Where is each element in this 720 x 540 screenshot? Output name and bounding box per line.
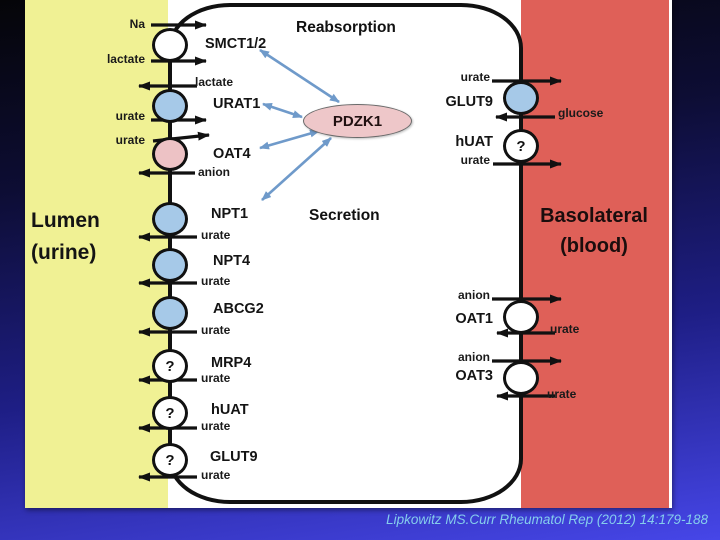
substrate-label-lactate: lactate: [106, 52, 145, 66]
question-mark: ?: [165, 404, 175, 422]
substrate-label-anion: anion: [458, 350, 490, 364]
lumen-title-line2: (urine): [31, 240, 97, 264]
basolateral-title-line1: Basolateral: [540, 205, 648, 227]
substrate-label-lactate: lactate: [195, 75, 234, 89]
transporter-circle-oat1: [503, 300, 539, 334]
transporter-circle-glut9-apical: ?: [152, 443, 188, 477]
basolateral-title-line2: (blood): [560, 235, 628, 257]
transporter-label-glut9-baso: GLUT9: [445, 94, 493, 110]
pdzk1-label: PDZK1: [332, 112, 383, 130]
transporter-circle-urat1: [152, 89, 188, 123]
transporter-circle-oat3: [503, 361, 539, 395]
transporter-circle-huat-baso: ?: [503, 129, 539, 163]
lumen-title: Lumen (urine): [31, 205, 100, 268]
pdzk1-scaffold: PDZK1: [303, 104, 412, 138]
process-label-secretion: Secretion: [309, 207, 380, 224]
transporter-circle-npt4: [152, 248, 188, 282]
transporter-label-oat3: OAT3: [455, 368, 493, 384]
transporter-label-mrp4: MRP4: [211, 355, 252, 371]
substrate-label-urate: urate: [201, 228, 231, 242]
substrate-label-urate: urate: [460, 153, 490, 167]
transporter-circle-huat-apical: ?: [152, 396, 188, 430]
transporter-circle-mrp4: ?: [152, 349, 188, 383]
substrate-label-urate: urate: [201, 371, 231, 385]
transporter-circle-oat4: [152, 137, 188, 171]
transporter-label-huat-apical: hUAT: [211, 402, 249, 418]
apical-efflux-arrows: [138, 81, 197, 482]
process-label-reabsorption: Reabsorption: [296, 19, 396, 36]
transporter-circle-glut9-baso: [503, 81, 539, 115]
transporter-circle-npt1: [152, 202, 188, 236]
question-mark: ?: [516, 137, 526, 155]
blood-region: [521, 0, 669, 508]
pdzk1-interaction-arrows: [259, 48, 340, 201]
transporter-circle-smct12: [152, 28, 188, 62]
substrate-label-urate: urate: [550, 322, 580, 336]
transporter-label-glut9-apical: GLUT9: [210, 449, 258, 465]
substrate-label-urate: urate: [201, 274, 231, 288]
substrate-label-urate: urate: [115, 133, 145, 147]
substrate-label-urate: urate: [547, 387, 577, 401]
transporter-label-npt4: NPT4: [213, 253, 251, 269]
transporter-label-oat1: OAT1: [455, 311, 493, 327]
substrate-label-urate: urate: [201, 468, 231, 482]
urate-transport-figure: ? ? ? ? SMCT1/2 URAT1 OAT4 NPT1 NPT4 ABC…: [25, 0, 672, 508]
substrate-label-na: Na: [129, 17, 145, 31]
substrate-label-glucose: glucose: [558, 106, 604, 120]
transporter-label-abcg2: ABCG2: [213, 301, 264, 317]
substrate-label-urate: urate: [201, 419, 231, 433]
transporter-circle-abcg2: [152, 296, 188, 330]
substrate-label-anion: anion: [198, 165, 230, 179]
substrate-label-anion: anion: [458, 288, 490, 302]
substrate-label-urate: urate: [115, 109, 145, 123]
basolateral-title: Basolateral (blood): [519, 201, 669, 261]
transporter-label-huat-baso: hUAT: [455, 134, 493, 150]
question-mark: ?: [165, 451, 175, 469]
citation-text: Lipkowitz MS.Curr Rheumatol Rep (2012) 1…: [386, 512, 708, 527]
substrate-label-urate: urate: [201, 323, 231, 337]
lumen-title-line1: Lumen: [31, 209, 100, 232]
transporter-label-urat1: URAT1: [213, 96, 261, 112]
question-mark: ?: [165, 357, 175, 375]
substrate-label-urate: urate: [460, 70, 490, 84]
transporter-label-npt1: NPT1: [211, 206, 249, 222]
transporter-label-smct12: SMCT1/2: [205, 36, 267, 52]
transporter-label-oat4: OAT4: [213, 146, 251, 162]
